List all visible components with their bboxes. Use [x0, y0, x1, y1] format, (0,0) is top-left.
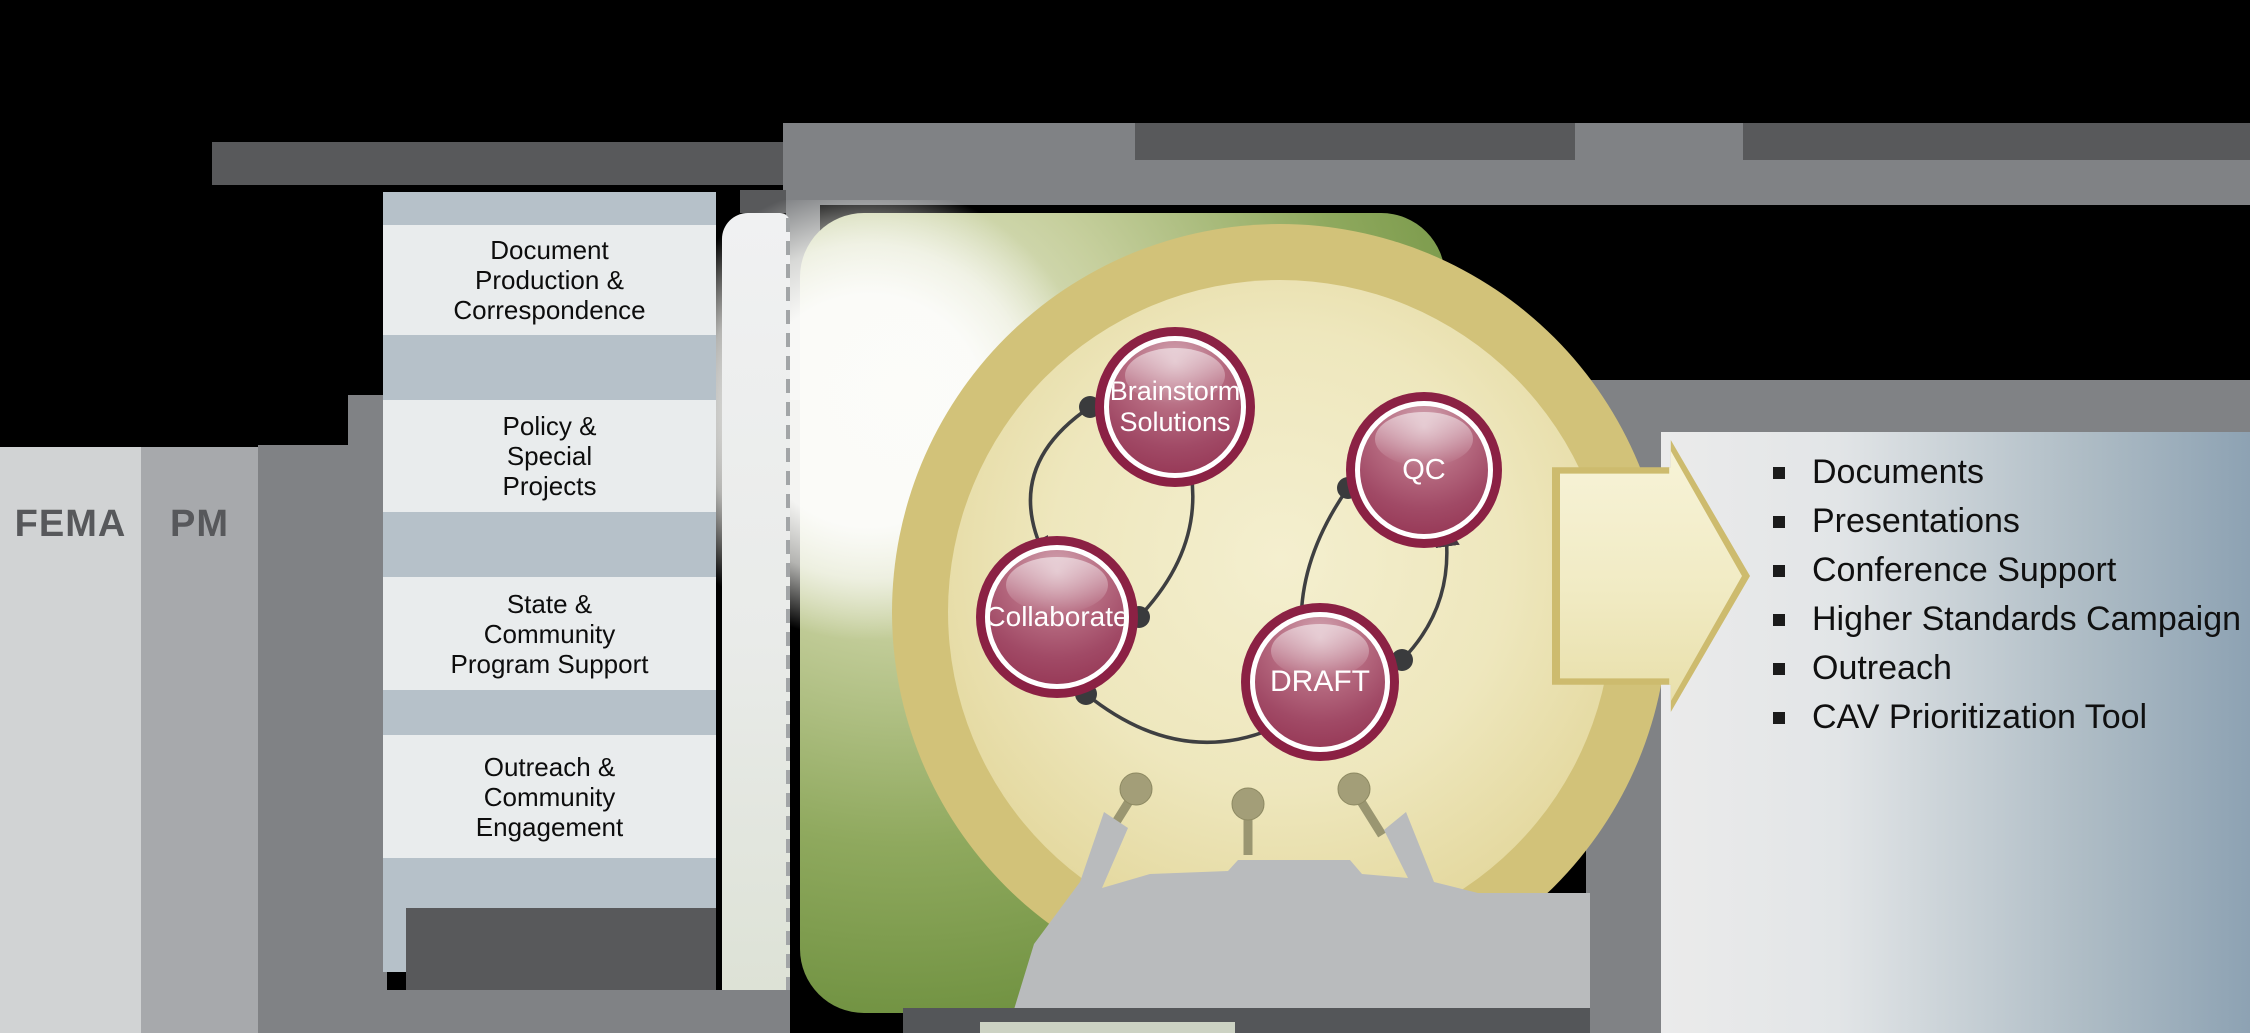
- services-divider-1: [383, 335, 716, 400]
- service-label: State & Community Program Support: [450, 588, 649, 679]
- cycle-node-draft: DRAFT: [1241, 603, 1399, 761]
- bullet-square-icon: [1773, 613, 1785, 626]
- header-bar-2: [783, 123, 1135, 160]
- right-gray-band: [1661, 380, 2250, 432]
- white-strip: [722, 213, 790, 990]
- cycle-node-collaborate: Collaborate: [976, 536, 1138, 698]
- header-bar-1: [212, 142, 783, 185]
- cycle-node-qc: QC: [1346, 392, 1502, 548]
- fema-band: [0, 447, 141, 1033]
- services-divider-2: [383, 512, 716, 577]
- header-bar-row2: [783, 160, 2250, 205]
- cycle-node-inner: QC: [1355, 401, 1493, 539]
- cycle-node-inner: Brainstorm Solutions: [1104, 336, 1246, 478]
- bullet-square-icon: [1773, 662, 1785, 675]
- cycle-node-label: QC: [1402, 453, 1446, 486]
- service-box-state-community: State & Community Program Support: [383, 577, 716, 690]
- shadow-rect-gray: [387, 990, 790, 1033]
- pushpin-icon-middle: [1231, 787, 1265, 855]
- output-item: Presentations: [1773, 497, 2241, 546]
- output-text: Outreach: [1812, 649, 1952, 687]
- pm-band: [141, 447, 258, 1033]
- output-text: Presentations: [1812, 502, 2020, 540]
- output-text: Higher Standards Campaign: [1812, 600, 2242, 638]
- third-band: [258, 445, 387, 1033]
- bullet-square-icon: [1773, 466, 1785, 479]
- cycle-node-label: Collaborate: [985, 601, 1129, 632]
- output-text: Conference Support: [1812, 551, 2117, 589]
- outputs-panel: Documents Presentations Conference Suppo…: [1661, 432, 2250, 1033]
- output-item: Conference Support: [1773, 546, 2241, 595]
- output-item: CAV Prioritization Tool: [1773, 693, 2241, 742]
- pm-text: PM: [170, 502, 229, 545]
- service-label: Outreach & Community Engagement: [475, 751, 624, 842]
- cycle-node-brainstorm: Brainstorm Solutions: [1095, 327, 1255, 487]
- header-bar-3: [1135, 123, 1575, 160]
- pushpin-icon-right: [1337, 772, 1386, 838]
- gray-step: [348, 395, 385, 447]
- fema-label: FEMA: [0, 500, 141, 548]
- shadow-rect-dark: [406, 908, 716, 990]
- fema-text: FEMA: [14, 502, 127, 545]
- cycle-node-label: Brainstorm Solutions: [1109, 376, 1241, 437]
- header-bar-4: [1575, 123, 1743, 160]
- header-bar-5: [1743, 123, 2250, 160]
- bullet-square-icon: [1773, 711, 1785, 724]
- bullet-square-icon: [1773, 564, 1785, 577]
- outputs-list: Documents Presentations Conference Suppo…: [1773, 448, 2241, 742]
- arrow-brainstorm-to-collaborate: [1026, 405, 1091, 563]
- service-label: Policy & Special Projects: [502, 411, 597, 501]
- output-text: CAV Prioritization Tool: [1812, 698, 2148, 736]
- service-label: Document Production & Correspondence: [453, 235, 646, 325]
- service-box-document-production: Document Production & Correspondence: [383, 225, 716, 335]
- service-box-policy: Policy & Special Projects: [383, 400, 716, 512]
- bottom-pale-strip: [980, 1022, 1235, 1033]
- cycle-node-label: DRAFT: [1270, 665, 1370, 698]
- services-divider-3: [383, 690, 716, 735]
- output-item: Documents: [1773, 448, 2241, 497]
- services-cap-top: [383, 192, 716, 225]
- cycle-node-inner: DRAFT: [1250, 612, 1390, 752]
- dashed-divider: [786, 218, 790, 990]
- bullet-square-icon: [1773, 515, 1785, 528]
- output-item: Outreach: [1773, 644, 2241, 693]
- output-text: Documents: [1812, 453, 1984, 491]
- output-item: Higher Standards Campaign: [1773, 595, 2241, 644]
- team-silhouette: [1012, 812, 1590, 1016]
- service-box-outreach: Outreach & Community Engagement: [383, 735, 716, 858]
- services-column: Document Production & Correspondence Pol…: [383, 192, 716, 972]
- pm-label: PM: [141, 500, 258, 548]
- cycle-node-inner: Collaborate: [985, 545, 1129, 689]
